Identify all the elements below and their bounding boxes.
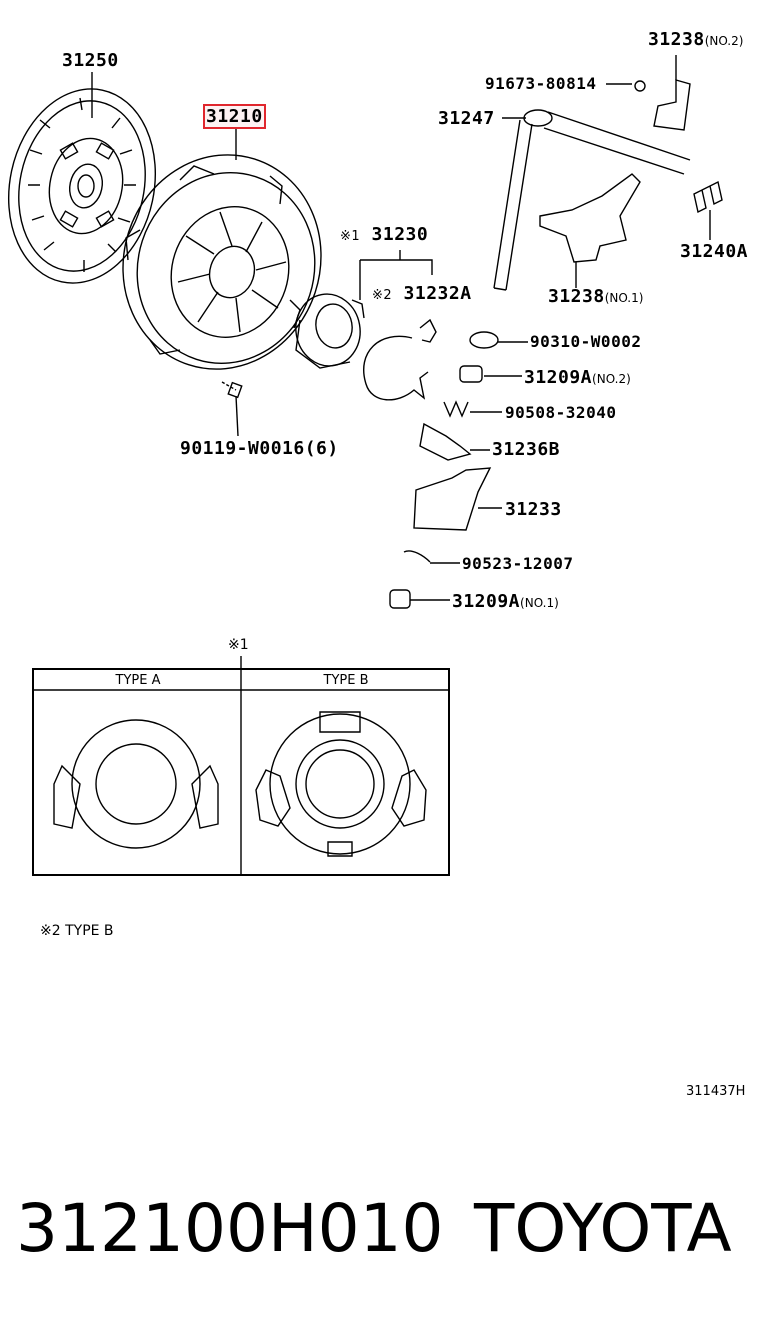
ring-drawing [403, 550, 460, 564]
label-clutch-cover-highlighted: 31210 [203, 104, 266, 129]
label-fork-shaft: 31247 [438, 108, 495, 129]
label-bracket-no1-number: 31238 [548, 286, 605, 307]
label-ring: 90523-12007 [462, 554, 574, 573]
clip-note-mark: ※2 [372, 288, 393, 303]
label-bush-no1: 31209A(NO.1) [452, 591, 559, 612]
figure-code: 311437H [686, 1084, 746, 1099]
bush-no2-drawing [459, 365, 522, 383]
label-bracket-bolt: 91673-80814 [485, 74, 597, 93]
label-bush-no1-number: 31209A [452, 591, 521, 612]
release-bearing-drawing [295, 293, 365, 369]
label-release-bearing: ※1 31230 [340, 224, 428, 245]
label-release-bearing-number: 31230 [371, 224, 429, 245]
label-bracket-no2-sub: (NO.2) [704, 34, 744, 48]
fork-shaft-drawing [493, 109, 691, 291]
label-bush-no2-sub: (NO.2) [592, 372, 631, 386]
clutch-cover-drawing [122, 154, 322, 370]
label-clip: ※2 31232A [372, 283, 472, 304]
bearing-type-table: TYPE A TYPE B [32, 668, 450, 876]
label-bracket-no2-number: 31238 [648, 29, 705, 50]
cover-bolt-drawing [221, 381, 243, 437]
clutch-disc-drawing [7, 88, 157, 284]
inset-note-mark: ※1 [228, 637, 249, 653]
type-b-bearing-drawing [255, 711, 427, 857]
bracket-no2-drawing [653, 55, 691, 131]
label-bracket-no1: 31238(NO.1) [548, 286, 643, 307]
release-fork-drawing [413, 467, 502, 531]
bush-90310-drawing [469, 331, 528, 349]
label-bracket-no2: 31238(NO.2) [648, 29, 743, 50]
part-number: 312100H010 [16, 1190, 444, 1267]
label-cover-bolt: 90119-W0016(6) [180, 438, 339, 459]
label-clutch-disc: 31250 [62, 50, 119, 71]
label-bush-90310: 90310-W0002 [530, 332, 642, 351]
type-b-note: ※2 TYPE B [40, 923, 114, 939]
label-bush-no2: 31209A(NO.2) [524, 367, 631, 388]
label-release-fork: 31233 [505, 499, 562, 520]
label-bush-no1-sub: (NO.1) [520, 596, 559, 610]
label-lever: 31236B [492, 439, 561, 460]
label-clip-number: 31232A [403, 283, 472, 304]
bearing-note-mark: ※1 [340, 229, 361, 244]
clip-drawing [363, 318, 437, 401]
label-spring-90508: 90508-32040 [505, 403, 617, 422]
brand-name: TOYOTA [474, 1190, 732, 1267]
bracket-no1-drawing [539, 173, 641, 288]
lever-drawing [419, 422, 490, 461]
bush-no1-drawing [389, 589, 450, 609]
label-bush-no2-number: 31209A [524, 367, 593, 388]
type-a-header: TYPE A [115, 673, 161, 688]
label-return-spring: 31240A [680, 241, 749, 262]
return-spring-drawing [693, 180, 723, 240]
spring-90508-drawing [443, 400, 502, 418]
label-bracket-no1-sub: (NO.1) [604, 291, 644, 305]
type-a-bearing-drawing [53, 719, 219, 849]
type-b-header: TYPE B [323, 673, 369, 688]
